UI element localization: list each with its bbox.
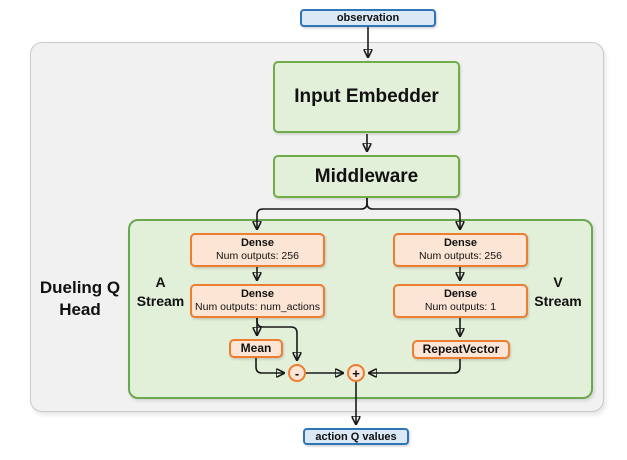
a-dense-2-title: Dense [240, 288, 275, 301]
a-stream-label: A Stream [133, 272, 188, 312]
repeat-vector-node: RepeatVector [412, 340, 510, 359]
middleware-node: Middleware [273, 155, 460, 198]
v-dense-1-node: Dense Num outputs: 256 [393, 233, 528, 267]
v-dense-2-subtitle: Num outputs: 1 [424, 301, 497, 314]
a-dense-1-node: Dense Num outputs: 256 [190, 233, 325, 267]
v-dense-1-title: Dense [443, 237, 478, 250]
action-q-values-node: action Q values [303, 428, 409, 445]
a-dense-1-title: Dense [240, 237, 275, 250]
dueling-q-head-label-line1: Dueling Q [39, 277, 121, 297]
mean-node: Mean [229, 339, 283, 358]
v-stream-label-line2: Stream [534, 293, 582, 309]
a-dense-2-subtitle: Num outputs: num_actions [195, 301, 320, 314]
plus-operator-node: + [347, 364, 365, 382]
v-stream-label: V Stream [528, 272, 588, 312]
minus-operator-node: - [288, 364, 306, 382]
v-dense-2-node: Dense Num outputs: 1 [393, 284, 528, 318]
dueling-q-head-label-line2: Head [59, 300, 101, 319]
v-stream-label-line1: V [553, 274, 563, 291]
v-dense-2-title: Dense [443, 288, 478, 301]
a-dense-2-node: Dense Num outputs: num_actions [190, 284, 325, 318]
a-dense-1-subtitle: Num outputs: 256 [216, 250, 299, 263]
v-dense-1-subtitle: Num outputs: 256 [419, 250, 502, 263]
dueling-q-head-label: Dueling Q Head [28, 276, 132, 322]
observation-node: observation [300, 9, 436, 27]
input-embedder-node: Input Embedder [273, 61, 460, 133]
a-stream-label-line1: A [155, 274, 166, 291]
a-stream-label-line2: Stream [136, 293, 185, 309]
